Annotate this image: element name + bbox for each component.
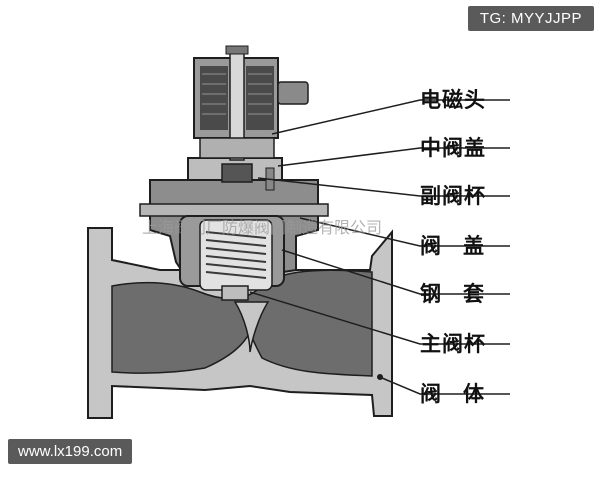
leader-dot-body [377,374,383,380]
valve-seat-web [233,301,270,353]
junction-box [277,81,309,105]
telegram-badge: TG: MYYJJPP [467,6,594,31]
solenoid-base [199,137,275,159]
main-cup-plug [221,285,249,301]
flow-passage [111,269,373,377]
spring [205,231,267,279]
leader-line-steel-sleeve [281,249,510,295]
coil-winding-right [246,66,274,130]
coil-hatch [202,73,272,115]
leader-line-cover [299,217,510,247]
label-main-cup: 主阀杯 [420,332,486,356]
label-cover: 阀盖 [420,234,506,258]
armature-cap [225,45,249,55]
website-badge: www.lx199.com [8,439,133,464]
coil-winding-left [200,66,228,130]
leader-lines [249,99,510,395]
label-aux-cup: 副阀杯 [420,184,486,208]
leader-line-middle-cover [277,147,510,167]
leader-line-main-cup [249,291,510,345]
label-middle-cover: 中阀盖 [420,136,486,160]
aux-cup [221,163,253,183]
leader-line-body [381,377,510,395]
leader-line-solenoid [271,99,510,135]
label-steel-sleeve: 钢套 [420,282,506,306]
label-valve-body: 阀体 [420,382,506,406]
label-solenoid-head: 电磁头 [420,88,486,112]
leader-line-aux-cup [257,177,510,197]
watermark-text: 上海阀门厂防爆阀门制造有限公司 [142,218,383,237]
